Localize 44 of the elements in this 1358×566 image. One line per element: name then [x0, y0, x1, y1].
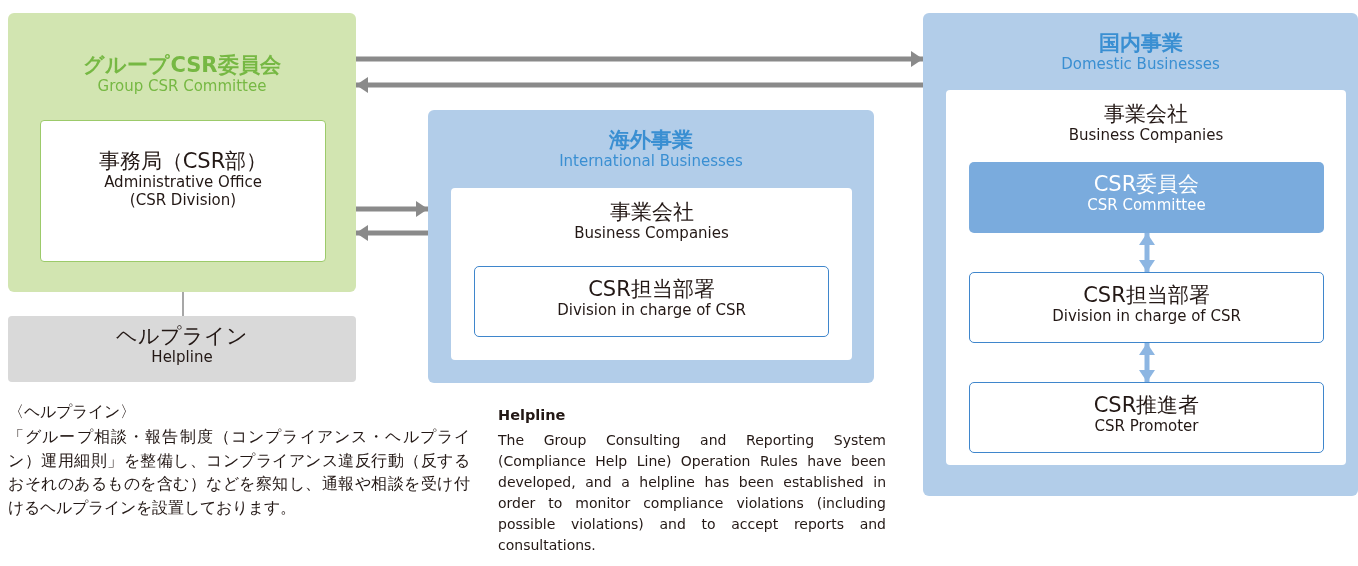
node-subtitle: CSR Promoter [1094, 417, 1199, 436]
node-subtitle: Group CSR Committee [97, 77, 267, 96]
node-title: 海外事業 [609, 128, 693, 153]
description-paragraph: The Group Consulting and Reporting System (Compliance Help Line) Operation Rules have been developed, and a helpline has been established in order to monitor compliance violations (including possible violations) and to accept reports and consultations. [498, 431, 886, 555]
arrow [1139, 343, 1155, 382]
description-paragraph: 「グループ相談・報告制度（コンプライアンス・ヘルプライン）運用細則」を整備し、コンプライアンス違反行動（反するおそれのあるものを含む）などを察知し、通報や相談を受け付けるヘルプラインを設置しております。 [8, 427, 470, 519]
arrow [356, 225, 428, 241]
department-box [969, 382, 1324, 453]
arrow [356, 201, 428, 217]
node-subtitle: Business Companies [1068, 126, 1224, 145]
company-box [946, 90, 1346, 465]
office-box [40, 120, 326, 262]
node-subtitle: Administrative Office (CSR Division) [103, 173, 263, 210]
business-panel [428, 110, 874, 383]
arrow [1139, 233, 1155, 272]
node-subtitle: Domestic Businesses [1061, 55, 1220, 74]
department-box [474, 266, 829, 337]
node-title: ヘルプライン [116, 324, 248, 349]
helpline-box [8, 316, 356, 382]
node-title: CSR担当部署 [588, 277, 715, 302]
node-subtitle: Division in charge of CSR [557, 301, 746, 320]
business-panel [923, 13, 1358, 496]
node-title: CSR推進者 [1093, 393, 1200, 418]
node-title: CSR担当部署 [1083, 283, 1210, 308]
node-title: 事業会社 [609, 200, 694, 225]
node-subtitle: Helpline [151, 348, 213, 367]
arrow [356, 51, 923, 67]
committee-box [969, 162, 1324, 233]
node-subtitle: International Businesses [559, 152, 743, 171]
node-title: 事務局（CSR部） [98, 149, 268, 174]
committee-panel [8, 13, 356, 292]
section-heading: 〈ヘルプライン〉 [8, 401, 137, 423]
node-title: 国内事業 [1098, 31, 1183, 56]
connector-line [182, 291, 184, 317]
node-subtitle: Division in charge of CSR [1052, 307, 1241, 326]
node-title: CSR委員会 [1093, 172, 1200, 197]
company-box [451, 188, 852, 360]
node-title: グループCSR委員会 [83, 53, 281, 78]
node-subtitle: CSR Committee [1087, 196, 1206, 215]
node-title: 事業会社 [1104, 102, 1188, 127]
node-subtitle: Business Companies [574, 224, 729, 243]
section-heading: Helpline [498, 406, 567, 425]
arrow [356, 77, 923, 93]
department-box [969, 272, 1324, 343]
